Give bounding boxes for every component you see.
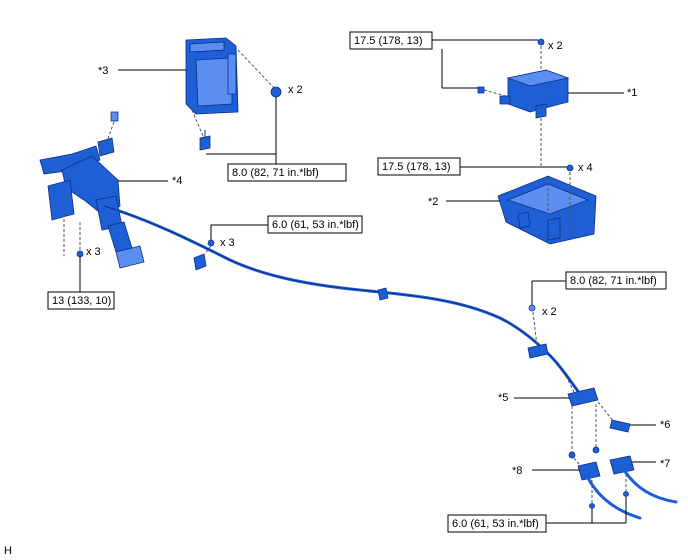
label-p1: *1 [627, 87, 637, 99]
part-5-equalizer [567, 387, 599, 407]
label-p3: *3 [98, 65, 108, 77]
p6-dash [597, 401, 615, 423]
main-cable [102, 204, 582, 396]
torque-pedal: 13 (133, 10) [52, 295, 111, 307]
count-cable-right: x 2 [542, 306, 557, 318]
cable-mid-dash [202, 245, 212, 257]
torque-box-ecu [227, 163, 347, 182]
cable-right-dash [532, 311, 538, 347]
count-ecu: x 2 [288, 84, 303, 96]
torque-top-right-1: 17.5 (178, 13) [354, 35, 423, 47]
ecu-assembly [185, 37, 282, 151]
label-p4: *4 [172, 175, 182, 187]
p1-dash-left [483, 89, 507, 97]
part-6 [609, 419, 631, 433]
part-2-assembly [497, 164, 597, 245]
cable-clip-3 [527, 343, 549, 359]
cable-right-bolt [528, 304, 536, 312]
torque-bottom: 6.0 (61, 53 in.*lbf) [452, 518, 539, 530]
torque-cable-right: 8.0 (82, 71 in.*lbf) [570, 275, 657, 287]
label-p8: *8 [512, 465, 522, 477]
count-pedal: x 3 [86, 246, 101, 258]
p8-dash [573, 457, 583, 469]
corner-mark: H [4, 545, 12, 557]
count-top-right: x 2 [548, 40, 563, 52]
torque-ecu: 8.0 (82, 71 in.*lbf) [232, 167, 319, 179]
part-1-assembly [477, 38, 570, 119]
torque-box-pedal [47, 291, 115, 310]
rear-cable-right [622, 468, 678, 504]
count-cable-mid: x 3 [220, 237, 235, 249]
cable-clip-1 [193, 253, 207, 271]
main-cable-edge [103, 205, 581, 395]
p7-top-bolt [592, 446, 600, 454]
p7-bottom-bolt [623, 491, 629, 497]
label-p7: *7 [660, 458, 670, 470]
ecu-dash-1 [237, 49, 277, 91]
label-p5: *5 [498, 392, 508, 404]
p8-bottom-bolt [589, 503, 595, 509]
cable-clip-2 [377, 287, 389, 301]
torque-top-right-2: 17.5 (178, 13) [382, 161, 451, 173]
pedal-dash-top [105, 121, 115, 145]
count-mid-right: x 4 [578, 162, 593, 174]
label-p2: *2 [428, 196, 438, 208]
part-7 [609, 455, 635, 475]
rear-cable-left [586, 476, 642, 520]
pedal-bolt [76, 250, 84, 258]
p8-top-bolt [568, 451, 576, 459]
label-p6: *6 [660, 419, 670, 431]
part-8 [577, 461, 601, 481]
pedal-assembly [39, 111, 145, 269]
cable-mid-bolt [207, 239, 215, 247]
torque-cable-mid: 6.0 (61, 53 in.*lbf) [272, 219, 359, 231]
p5-dash-in [565, 375, 575, 393]
